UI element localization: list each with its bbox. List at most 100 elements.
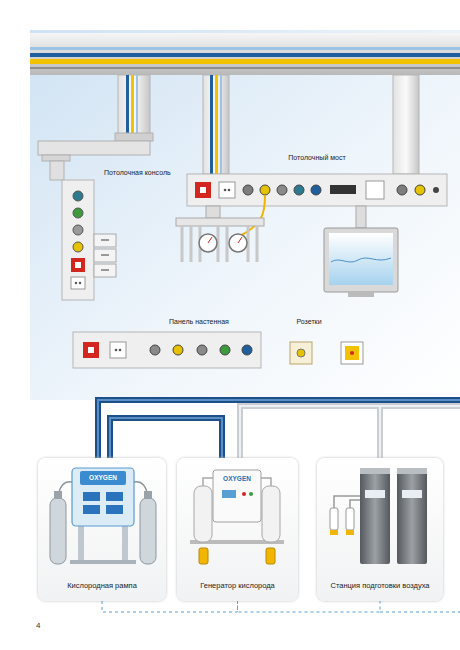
pipeline	[98, 400, 460, 458]
ceiling-bridge-panel	[219, 182, 235, 198]
wall-panel	[119, 349, 122, 352]
dashed-connector	[102, 601, 238, 612]
ceiling-console-panel	[94, 264, 116, 277]
equipment-caption: Генератор кислорода	[179, 581, 296, 590]
equipment-card: Станция подготовки воздуха	[317, 458, 443, 601]
panel-label: Потолочная консоль	[104, 168, 180, 177]
wall-panel	[173, 345, 183, 355]
wall-panel	[73, 332, 261, 368]
console-column	[50, 161, 64, 180]
wall-panel	[242, 345, 252, 355]
gas-outlets	[290, 342, 312, 364]
ceiling-rail	[30, 33, 460, 75]
monitor	[329, 233, 393, 285]
pipeline	[240, 406, 460, 458]
pipeline	[98, 400, 460, 458]
wall-panel	[83, 342, 99, 358]
ceiling-bridge-panel	[311, 185, 321, 195]
ceiling-bridge-panel	[187, 174, 447, 206]
bridge-columns	[220, 75, 222, 174]
gas-hose-and-gauges	[199, 234, 217, 252]
ceiling-console-panel	[101, 239, 109, 241]
dashed-connector	[238, 601, 381, 612]
console-column	[118, 75, 150, 137]
panel-label: Панель настенная	[137, 317, 261, 326]
gas-hose-and-gauges	[240, 195, 265, 236]
ceiling-bridge-panel	[330, 185, 356, 194]
console-column	[42, 155, 70, 161]
ceiling-console-panel	[73, 191, 83, 201]
pipeline	[98, 400, 460, 458]
ceiling-bridge-panel	[415, 185, 425, 195]
ceiling-console-panel	[75, 282, 77, 284]
ceiling-console-panel	[71, 258, 85, 272]
ceiling-bridge-panel	[195, 182, 211, 198]
ceiling-bridge-panel	[294, 185, 304, 195]
bridge-columns	[393, 75, 419, 174]
ceiling-bridge-panel	[187, 174, 447, 206]
ceiling-bridge-panel	[433, 187, 439, 193]
wall-panel	[110, 342, 126, 358]
equipment-sign: OXYGEN	[80, 473, 126, 483]
wall-panel	[197, 345, 207, 355]
bridge-columns	[210, 75, 213, 174]
labelled-panel: Потолочный мост	[187, 153, 447, 206]
gas-outlets	[290, 342, 363, 364]
pipeline	[110, 418, 222, 458]
gas-hose-and-gauges	[238, 237, 242, 243]
ceiling-console-panel	[62, 180, 94, 300]
gas-outlets	[297, 349, 305, 357]
gas-outlets	[350, 351, 354, 355]
pipeline	[240, 406, 460, 458]
gas-hose-and-gauges	[206, 206, 220, 218]
monitor	[356, 206, 366, 228]
wall-panel	[73, 332, 261, 368]
console-column	[115, 133, 153, 141]
wall-panel	[220, 345, 230, 355]
console-column	[126, 75, 129, 137]
equipment-caption: Станция подготовки воздуха	[319, 581, 441, 590]
monitor	[324, 228, 398, 292]
ceiling-rail	[30, 59, 460, 64]
ceiling-bridge-panel	[224, 189, 227, 192]
ceiling-console-panel	[73, 225, 83, 235]
gas-hose-and-gauges	[182, 226, 257, 262]
labelled-panel: Панель настенная	[73, 317, 261, 368]
gas-hose-and-gauges	[229, 234, 247, 252]
gas-hose-and-gauges	[208, 237, 212, 243]
panel-label: Потолочный мост	[187, 153, 447, 162]
monitor	[331, 258, 391, 262]
gas-hose-and-gauges	[176, 218, 264, 226]
gas-outlets	[341, 342, 363, 364]
ceiling-bridge-panel	[200, 187, 206, 193]
console-column	[38, 141, 150, 155]
gas-hose-and-gauges	[176, 195, 265, 262]
bridge-columns	[215, 75, 218, 174]
console-column	[38, 75, 153, 180]
pipeline	[110, 418, 222, 458]
ceiling-bridge-panel	[243, 185, 253, 195]
ceiling-bridge-panel	[366, 181, 384, 199]
dashed-bus-line	[380, 612, 460, 613]
ceiling-bridge-panel	[397, 185, 407, 195]
ceiling-console-panel	[94, 234, 116, 247]
monitor	[348, 292, 374, 297]
ceiling-console-panel	[71, 277, 85, 289]
labelled-panel: Потолочная консоль	[60, 168, 180, 300]
monitor	[324, 206, 398, 297]
equipment-sign: OXYGEN	[213, 474, 261, 484]
bridge-columns	[203, 75, 229, 174]
ceiling-bridge-panel	[228, 189, 231, 192]
dashed-bus-line	[380, 612, 460, 613]
console-column	[131, 75, 134, 137]
ceiling-rail	[30, 47, 460, 50]
ceiling-console-panel	[62, 180, 116, 300]
ceiling-console-panel	[79, 282, 81, 284]
ceiling-bridge-panel	[260, 185, 270, 195]
ceiling-console-panel	[75, 262, 81, 268]
ceiling-rail	[30, 67, 460, 69]
ceiling-console-panel	[101, 254, 109, 256]
ceiling-console-panel	[101, 269, 109, 271]
backdrop	[30, 30, 460, 400]
